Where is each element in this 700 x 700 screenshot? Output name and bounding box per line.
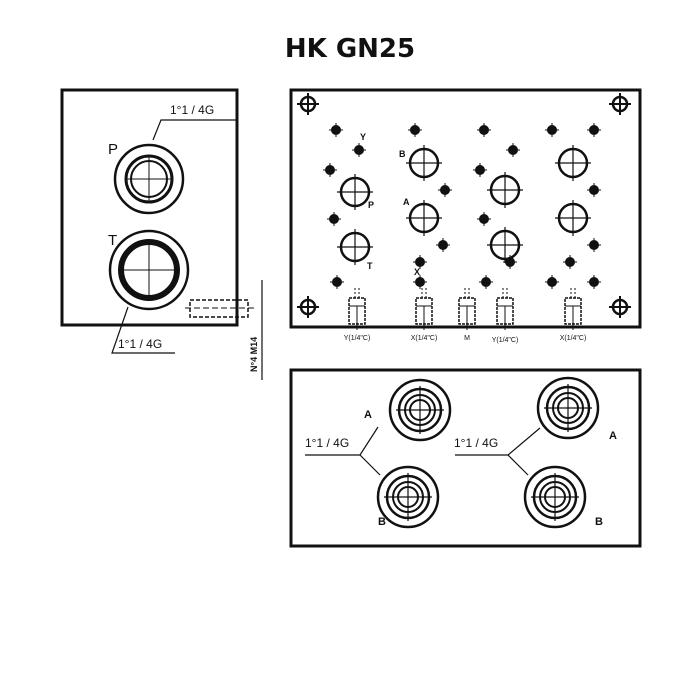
- thread-left-label: 1°1 / 4G: [305, 436, 349, 450]
- port-p-top-label: P: [368, 200, 374, 210]
- bottom-port-label: Y(1/4"C): [492, 337, 519, 344]
- port-b-right-label: B: [595, 516, 603, 528]
- port-p-symbol: [113, 143, 185, 215]
- bottom-port-label: X(1/4"C): [560, 335, 587, 342]
- port-b-top-label: B: [399, 149, 406, 159]
- port-a-top-label: A: [403, 197, 410, 207]
- bolt-spec-label: N°4 M14: [249, 337, 259, 372]
- bottom-port-label: M: [464, 335, 470, 342]
- port-p-label: P: [108, 141, 118, 158]
- port-a-left-label: A: [364, 409, 372, 421]
- port-a-right-label: A: [609, 430, 617, 442]
- thread-right-label: 1°1 / 4G: [454, 436, 498, 450]
- bottom-port-label: Y(1/4"C): [344, 335, 371, 342]
- thread-t-label: 1°1 / 4G: [118, 337, 162, 351]
- drawing-title: HK GN25: [284, 34, 416, 64]
- port-t-symbol: [108, 229, 190, 311]
- thread-p-label: 1°1 / 4G: [170, 103, 214, 117]
- bolt-symbol: [185, 280, 263, 380]
- port-t-top-label: T: [367, 261, 373, 271]
- port-x-label: X: [414, 267, 420, 277]
- top-view: Y P T B A X Y(1/4"C) X(1/4"C) M Y(1/4"C)…: [289, 88, 642, 344]
- side-view: P T 1°1 / 4G 1°1 / 4G N°4 M14: [60, 88, 263, 380]
- port-b-left-label: B: [378, 516, 386, 528]
- bottom-view: A A B B 1°1 / 4G 1°1 / 4G: [289, 368, 642, 548]
- port-y-label: Y: [360, 132, 366, 142]
- bottom-port-label: X(1/4"C): [411, 335, 438, 342]
- port-t-label: T: [108, 232, 117, 249]
